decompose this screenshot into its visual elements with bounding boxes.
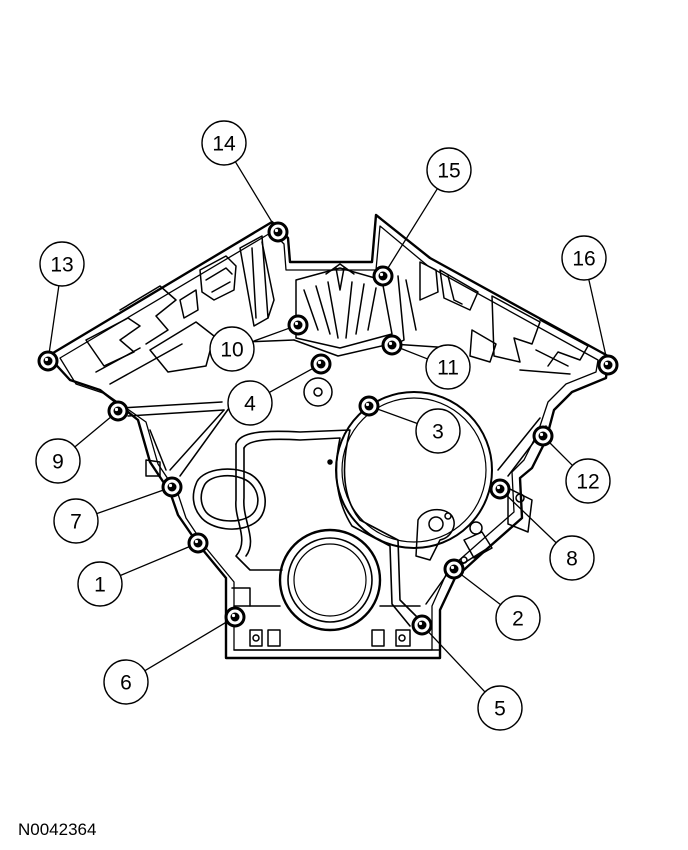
bolt-4 [310,353,332,375]
right-lower-details [415,417,547,605]
leader-line-9 [74,416,112,448]
bolt-7 [161,476,183,498]
bolt-11 [381,334,403,356]
bolt-9 [107,400,129,422]
callout-5: 5 [477,685,523,731]
bolt-2 [443,558,465,580]
gasket-channel [235,429,421,627]
leader-line-7 [96,489,165,515]
crankshaft-seal-bore [278,528,382,632]
callout-6: 6 [103,659,149,705]
bolt-5 [411,614,433,636]
callout-1: 1 [77,561,123,607]
callout-label-2: 2 [512,608,524,631]
bolt-12 [532,425,554,447]
callout-label-3: 3 [432,421,444,444]
bottom-ribs [231,587,441,651]
callout-label-6: 6 [120,672,132,695]
callout-14: 14 [201,120,247,166]
leader-line-8 [505,494,557,544]
leader-line-10 [252,327,291,343]
callout-9: 9 [35,438,81,484]
leader-line-15 [387,188,439,270]
leader-line-13 [48,285,60,353]
leader-line-4 [268,367,314,394]
leader-line-1 [119,545,191,577]
bolt-1 [187,532,209,554]
callout-label-11: 11 [437,357,459,380]
right-wing-ribs [395,261,589,375]
callout-7: 7 [53,498,99,544]
callout-label-10: 10 [220,339,243,362]
bolt-markers [37,221,619,636]
bolt-14 [267,221,289,243]
front-cover-inner-edge [59,225,599,651]
callout-label-1: 1 [94,574,106,597]
callout-16: 16 [561,235,607,281]
bolt-10 [287,314,309,336]
left-struts [119,401,233,477]
bolt-15 [372,265,394,287]
callout-label-14: 14 [212,133,236,156]
callout-label-5: 5 [494,698,506,721]
callout-10: 10 [209,326,255,372]
leader-line-12 [548,441,574,467]
leader-line-14 [234,161,274,225]
callout-11: 11 [425,344,471,390]
bolt-3 [358,395,380,417]
leader-line-16 [588,278,607,357]
figure-reference: N0042364 [18,820,96,839]
callout-label-7: 7 [70,511,82,534]
bolt-6 [224,606,246,628]
callout-label-8: 8 [566,548,578,571]
callout-13: 13 [39,241,85,287]
callout-label-16: 16 [572,248,595,271]
bolt-8 [489,478,511,500]
leader-line-5 [427,630,486,693]
front-cover-outline [46,213,610,660]
leader-line-2 [460,573,502,606]
leader-line-6 [144,620,228,672]
callout-label-9: 9 [52,451,64,474]
callout-label-15: 15 [437,160,460,183]
left-oval-window [192,468,266,530]
callout-2: 2 [495,595,541,641]
leader-lines [48,161,607,693]
center-boss [303,377,333,465]
center-ribs [243,263,453,357]
bolt-13 [37,350,59,372]
callout-8: 8 [549,535,595,581]
leader-line-3 [376,408,418,425]
callout-3: 3 [415,408,461,454]
cam-drive-bore [335,391,493,549]
callout-15: 15 [426,147,472,193]
callout-label-4: 4 [244,393,256,416]
bolt-16 [597,354,619,376]
callout-12: 12 [565,458,611,504]
callout-label-13: 13 [50,254,73,277]
leader-line-11 [399,347,429,360]
callout-label-12: 12 [576,471,599,494]
callout-4: 4 [227,380,273,426]
